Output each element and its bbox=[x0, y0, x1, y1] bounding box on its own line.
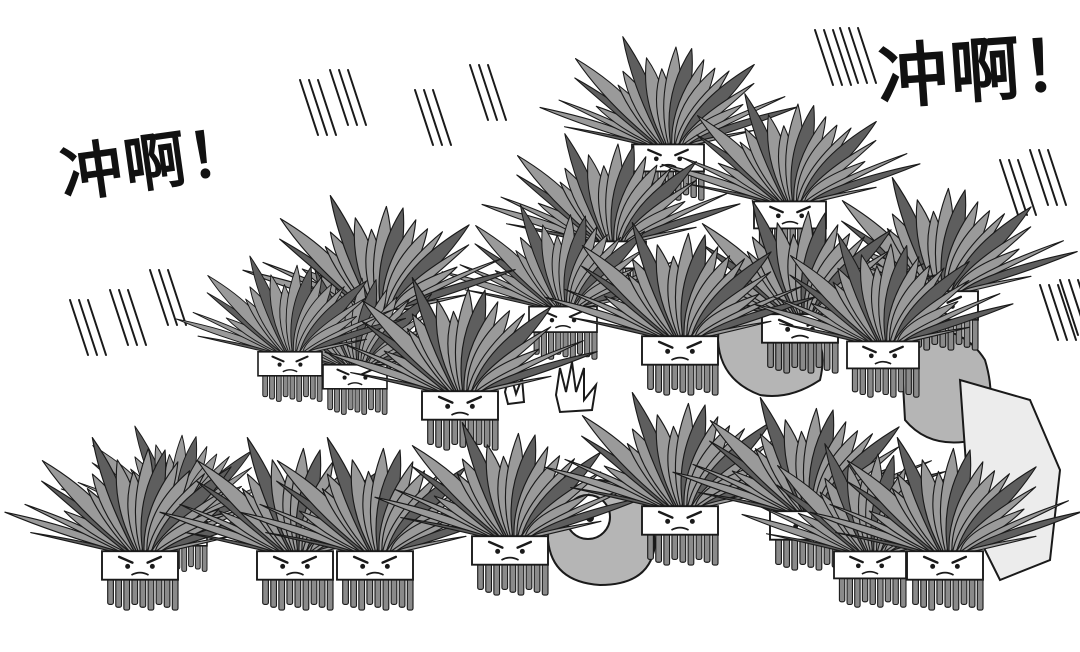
motion-lines bbox=[69, 27, 1080, 356]
motion-lines-icon bbox=[109, 289, 147, 346]
motion-lines-icon bbox=[69, 299, 107, 356]
grass-tuft-creature-icon bbox=[544, 221, 818, 396]
motion-lines-icon bbox=[839, 27, 877, 84]
grass-tuft-creature-icon bbox=[175, 255, 407, 402]
motion-lines-icon bbox=[469, 64, 507, 121]
grass-tuft-creature-icon bbox=[809, 436, 1080, 611]
grass-creature-crowd bbox=[4, 36, 1080, 611]
motion-lines-icon bbox=[299, 79, 337, 136]
grass-tuft-creature-icon bbox=[661, 93, 921, 258]
motion-lines-icon bbox=[1039, 284, 1077, 341]
motion-lines-icon bbox=[149, 269, 187, 326]
motion-lines-icon bbox=[329, 69, 367, 126]
grass-tuft-creature-icon bbox=[374, 421, 648, 596]
motion-lines-icon bbox=[1029, 149, 1067, 206]
motion-lines-icon bbox=[1059, 279, 1080, 336]
motion-lines-icon bbox=[814, 29, 852, 86]
motion-lines-icon bbox=[414, 89, 452, 146]
shout-text-right: 冲啊！ bbox=[875, 22, 1080, 120]
grass-tuft-creature-icon bbox=[324, 276, 598, 451]
grass-tuft-creature-icon bbox=[754, 233, 1014, 398]
motion-lines-icon bbox=[999, 159, 1037, 216]
